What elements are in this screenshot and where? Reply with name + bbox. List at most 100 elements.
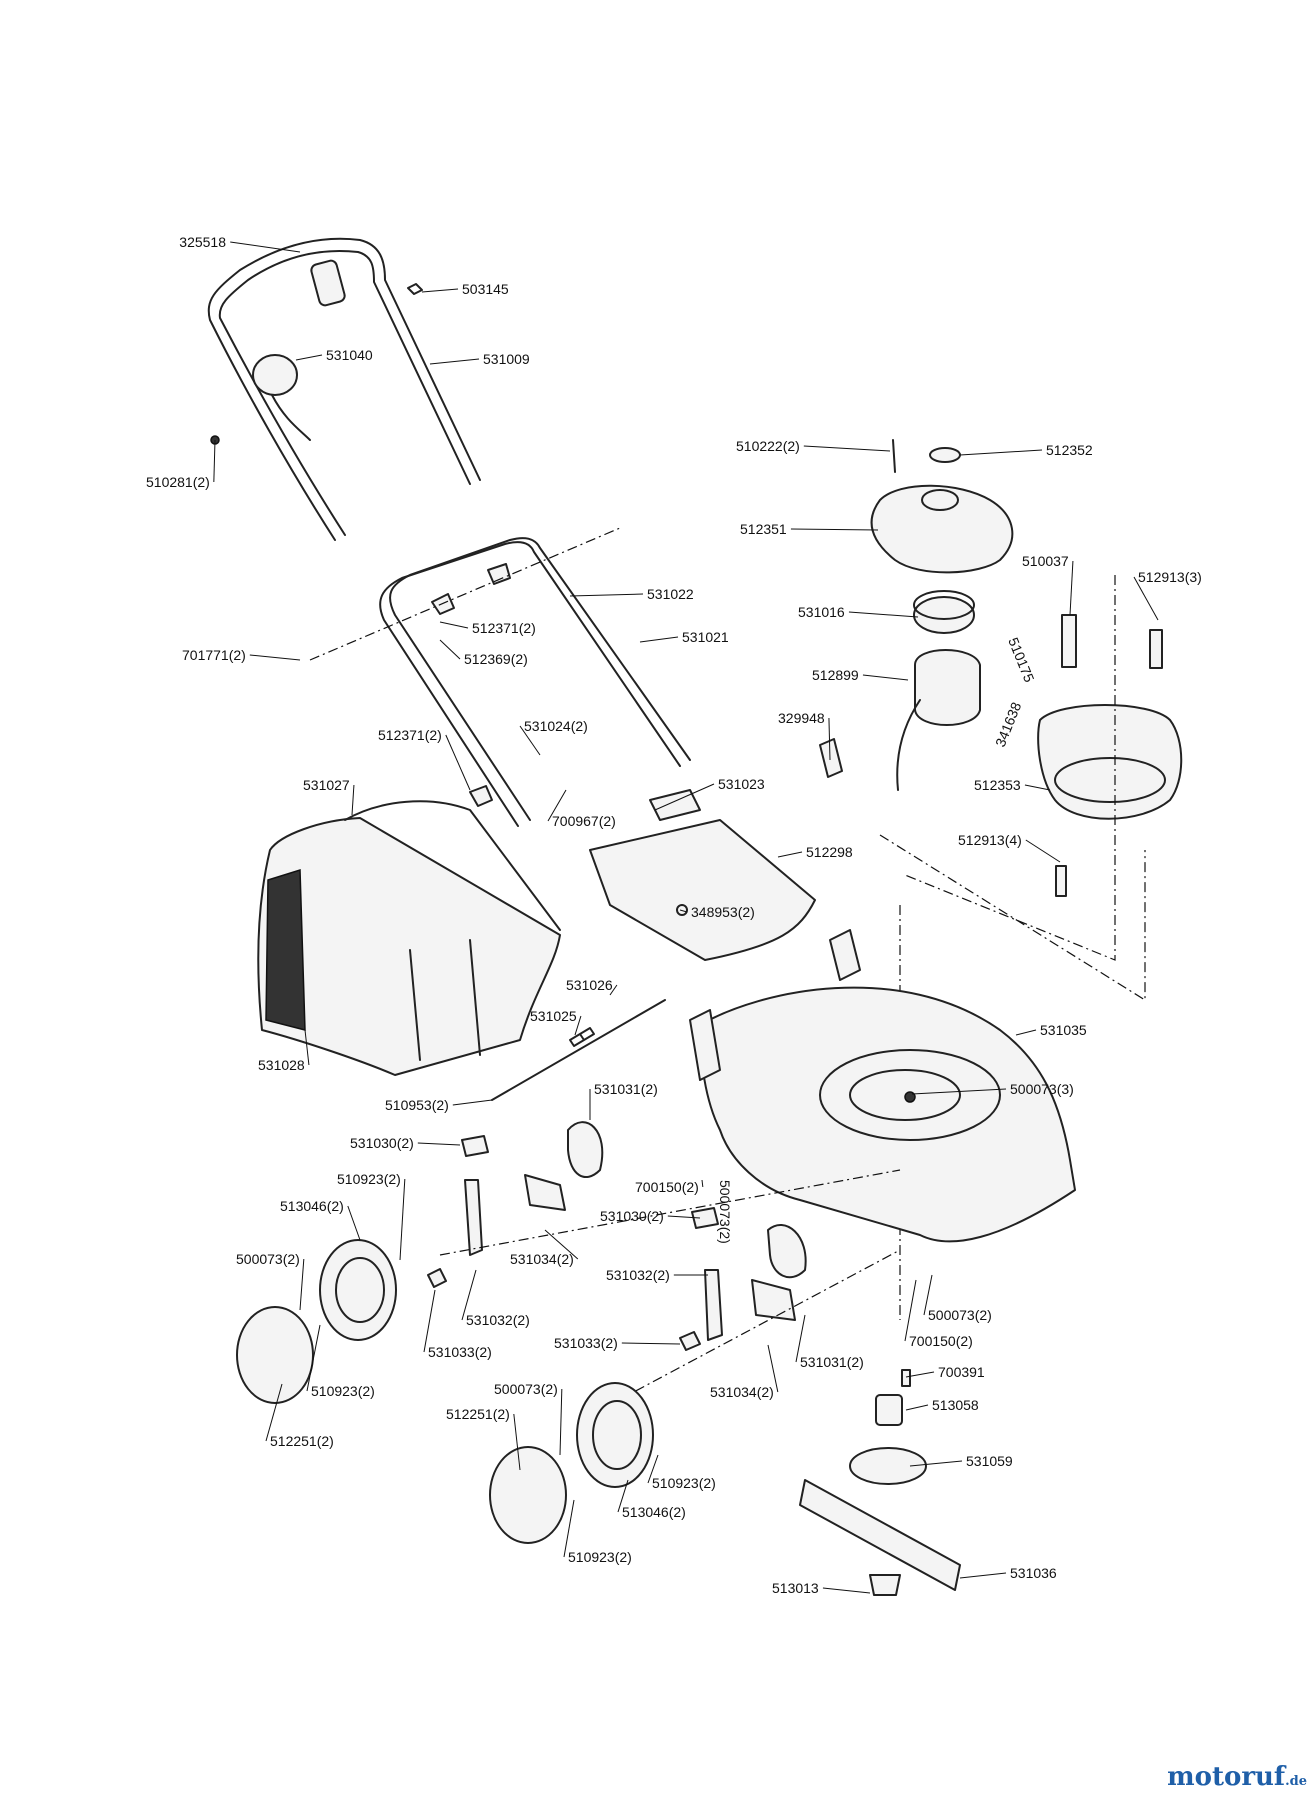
part-label-531016-11: 531016 (798, 604, 845, 620)
leader-line (461, 1269, 477, 1321)
leader-line (621, 1342, 681, 1345)
part-label-5310322-44: 531032(2) (606, 1267, 670, 1283)
leader-line (654, 783, 715, 811)
leader-line (923, 1274, 933, 1316)
part-label-5000732-39: 500073(2) (717, 1180, 733, 1244)
part-label-7009672-25: 700967(2) (552, 813, 616, 829)
wheel-axle-parts (427, 1121, 901, 1411)
part-label-510037-8: 510037 (1022, 553, 1069, 569)
rear-flap-part (589, 789, 816, 961)
part-label-5130462-60: 513046(2) (622, 1504, 686, 1520)
leader-line (347, 1205, 361, 1241)
part-label-531028-32: 531028 (258, 1057, 305, 1073)
leader-line (299, 1258, 305, 1311)
wheel-left-rear (236, 1239, 397, 1404)
part-label-531021-13: 531021 (682, 629, 729, 645)
part-label-5310332-48: 531033(2) (554, 1335, 618, 1351)
leader-line (306, 1324, 321, 1392)
leader-line (429, 358, 480, 365)
part-label-531026-29: 531026 (566, 977, 613, 993)
part-label-5123712-20: 512371(2) (378, 727, 442, 743)
motoruf-watermark: motoruf.de (1167, 1762, 1307, 1792)
part-label-5109232-50: 510923(2) (311, 1383, 375, 1399)
part-label-531022-10: 531022 (647, 586, 694, 602)
part-label-5122512-57: 512251(2) (270, 1433, 334, 1449)
part-label-5000732-45: 500073(2) (928, 1307, 992, 1323)
part-label-531025-30: 531025 (530, 1008, 577, 1024)
leader-line (701, 1179, 704, 1188)
leader-line (421, 288, 459, 293)
leader-line (803, 445, 891, 452)
part-label-7001502-47: 700150(2) (909, 1333, 973, 1349)
leader-line (559, 1388, 563, 1456)
motor-group-part (819, 439, 1183, 1320)
leader-line (639, 636, 679, 643)
part-label-5123692-15: 512369(2) (464, 651, 528, 667)
leader-line (828, 717, 831, 761)
leader-line (679, 909, 688, 913)
leader-line (647, 1454, 659, 1484)
leader-line (569, 593, 644, 597)
part-label-5000732-53: 500073(2) (494, 1381, 558, 1397)
part-label-5109232-61: 510923(2) (568, 1549, 632, 1565)
part-label-5129133-9: 512913(3) (1138, 569, 1202, 585)
leader-line (519, 725, 541, 756)
leader-line (795, 1314, 806, 1363)
leader-line (1133, 576, 1159, 621)
part-label-531009-3: 531009 (483, 351, 530, 367)
part-label-531040-2: 531040 (326, 347, 373, 363)
mower-deck-part (689, 929, 1076, 1243)
leader-line (399, 1178, 406, 1261)
leader-line (617, 1479, 629, 1513)
part-label-5310302-41: 531030(2) (600, 1208, 664, 1224)
part-label-5310322-46: 531032(2) (466, 1312, 530, 1328)
part-label-5310302-36: 531030(2) (350, 1135, 414, 1151)
part-label-512298-27: 512298 (806, 844, 853, 860)
part-label-5129134-26: 512913(4) (958, 832, 1022, 848)
part-label-5310312-34: 531031(2) (594, 1081, 658, 1097)
part-label-7017712-14: 701771(2) (182, 647, 246, 663)
leader-line (439, 621, 469, 629)
leader-line (767, 1344, 779, 1393)
part-label-531059-58: 531059 (966, 1453, 1013, 1469)
leader-line (249, 654, 301, 661)
leader-line (848, 611, 919, 618)
part-label-512351-7: 512351 (740, 521, 787, 537)
part-label-5310242-21: 531024(2) (524, 718, 588, 734)
part-label-5310342-43: 531034(2) (510, 1251, 574, 1267)
part-label-531023-23: 531023 (718, 776, 765, 792)
watermark-main: motoruf (1167, 1762, 1286, 1792)
leader-line (445, 734, 471, 791)
leader-line (862, 674, 909, 681)
part-label-5109232-59: 510923(2) (652, 1475, 716, 1491)
leader-line (513, 1413, 521, 1471)
part-label-531027-22: 531027 (303, 777, 350, 793)
watermark-tld: .de (1285, 1774, 1307, 1789)
part-label-5122512-56: 512251(2) (446, 1406, 510, 1422)
part-label-5310332-51: 531033(2) (428, 1344, 492, 1360)
wheel-left-front (489, 1382, 654, 1544)
leader-line (1024, 784, 1051, 791)
lower-handle-part (309, 527, 691, 827)
part-label-512352-6: 512352 (1046, 442, 1093, 458)
leader-line (304, 1029, 310, 1066)
part-label-5102222-5: 510222(2) (736, 438, 800, 454)
part-label-510175-17: 510175 (1005, 635, 1037, 685)
part-label-5000733-33: 500073(3) (1010, 1081, 1074, 1097)
part-label-5000732-42: 500073(2) (236, 1251, 300, 1267)
leader-line (574, 1015, 582, 1036)
leader-line (777, 851, 803, 858)
part-label-3489532-28: 348953(2) (691, 904, 755, 920)
part-label-325518-0: 325518 (179, 234, 226, 250)
part-label-5310342-54: 531034(2) (710, 1384, 774, 1400)
part-label-503145-1: 503145 (462, 281, 509, 297)
part-label-700391-52: 700391 (938, 1364, 985, 1380)
blade-assembly-part (799, 1369, 961, 1596)
leader-line (351, 784, 355, 816)
part-label-7001502-38: 700150(2) (635, 1179, 699, 1195)
part-label-5109532-35: 510953(2) (385, 1097, 449, 1113)
leader-line (452, 1099, 493, 1106)
